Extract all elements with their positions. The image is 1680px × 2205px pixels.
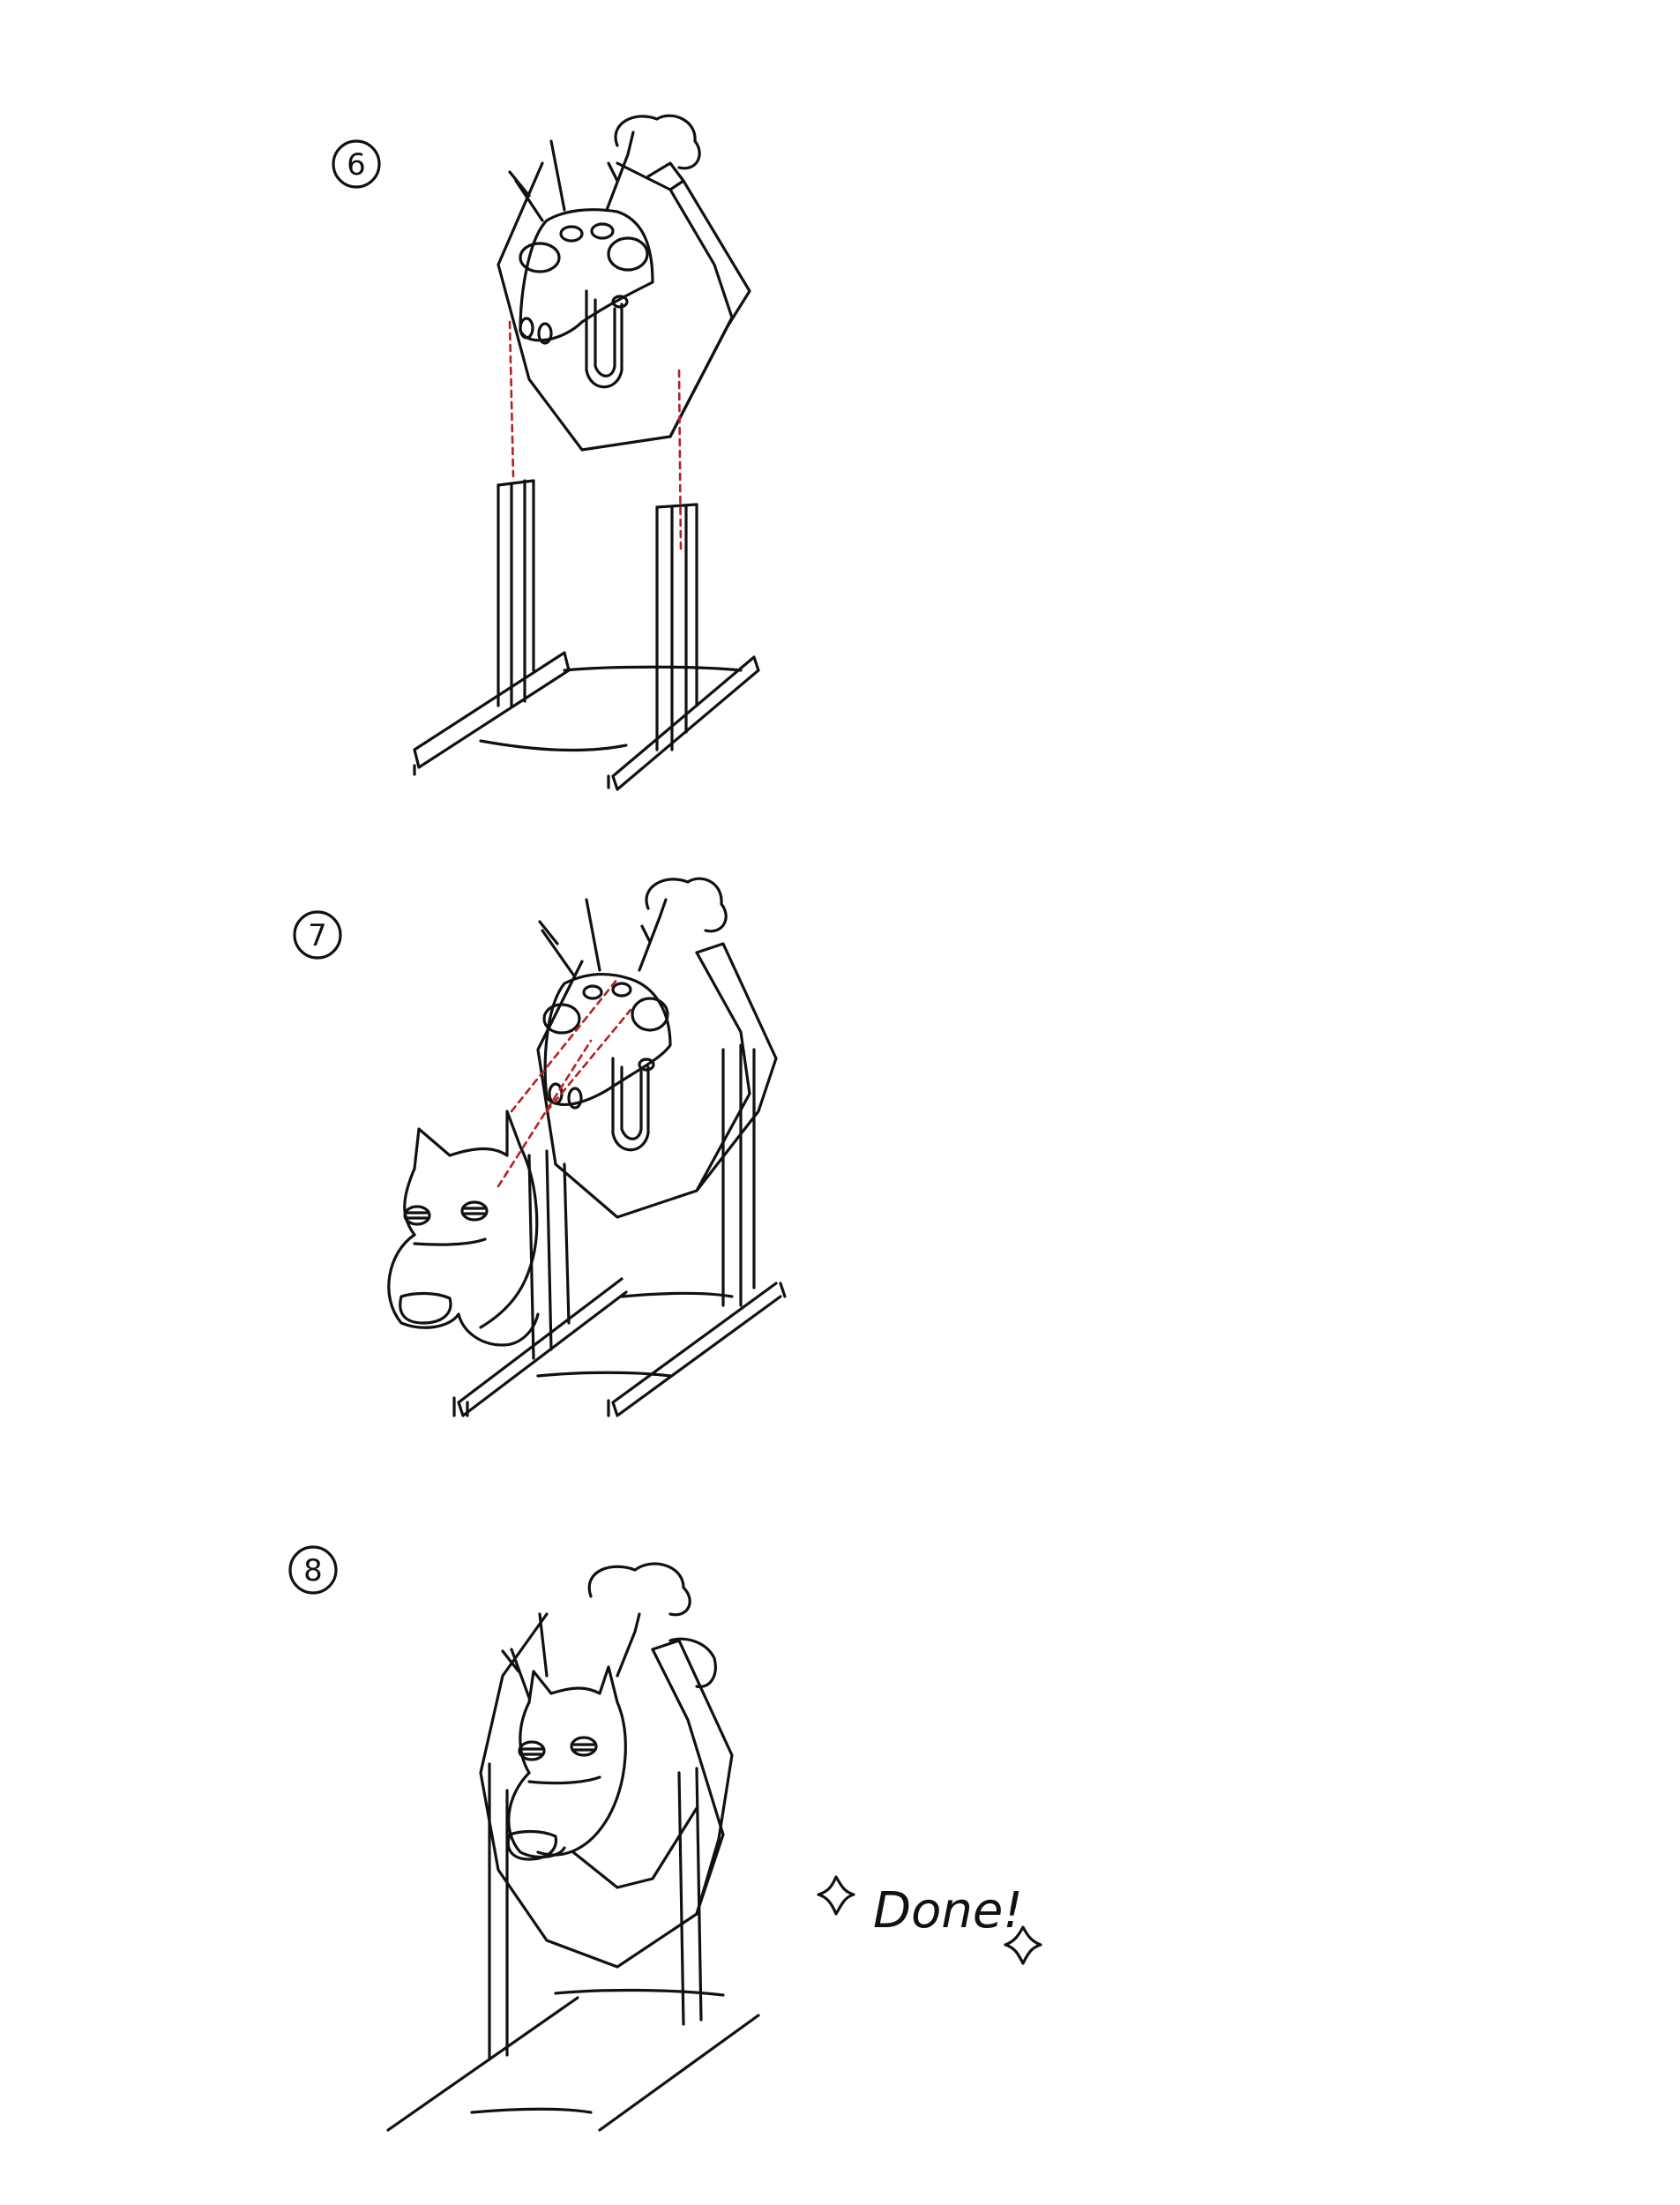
step-7-marker: 7 [293, 910, 342, 960]
step-6-label: 6 [347, 147, 366, 183]
step-7-guide-2 [497, 1039, 593, 1188]
step-8-label: 8 [303, 1553, 323, 1588]
step-6-reindeer-head [497, 114, 751, 452]
step-7-reindeer-board [452, 877, 787, 1417]
step-6-marker: 6 [332, 139, 381, 189]
step-7-label: 7 [308, 918, 327, 953]
step-7-wolf-head [387, 1110, 540, 1347]
step-7-guide-1 [510, 977, 619, 1113]
step-7-panel: 7 [293, 877, 787, 1417]
step-6-stand [413, 479, 760, 791]
sparkle-icon [1004, 1925, 1042, 1965]
step-8-finished-assembly [386, 1562, 760, 2132]
done-caption-group: Done! [817, 1875, 1042, 1965]
step-8-marker: 8 [288, 1545, 338, 1595]
step-6-panel: 6 [332, 114, 760, 791]
step-8-panel: 8 [288, 1545, 1042, 2132]
sparkle-icon [817, 1875, 855, 1916]
done-caption: Done! [873, 1882, 1023, 1940]
step-6-guide-left [508, 320, 515, 478]
step-6-guide-right [677, 369, 683, 553]
step-7-guide-3 [545, 1008, 632, 1113]
